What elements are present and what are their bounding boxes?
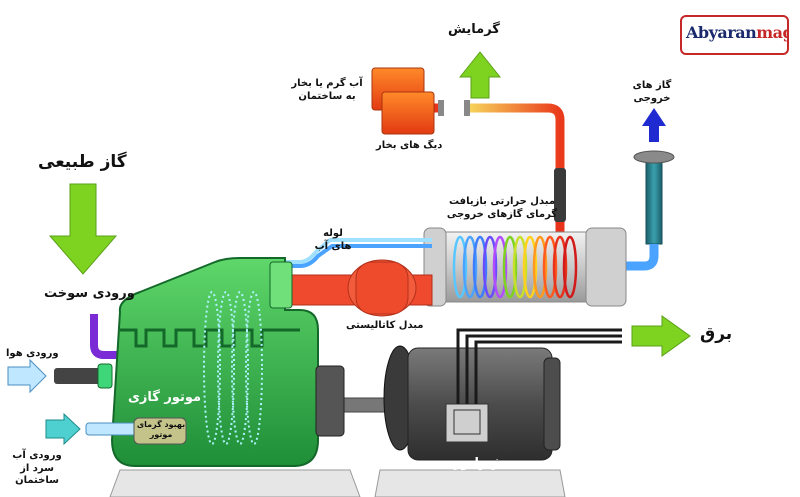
chimney-cap <box>633 150 675 164</box>
electric-cable-2 <box>465 334 622 404</box>
pipe-joint-2 <box>438 100 444 116</box>
exhaust-chimney <box>645 157 663 245</box>
water-pipe-in <box>286 238 432 264</box>
shaft-coupling <box>315 365 345 437</box>
steam-boiler-label: دیگ های بخار <box>376 140 443 151</box>
steam-boiler-front <box>381 91 435 135</box>
exchanger-coil-loop <box>482 235 498 299</box>
pipe-valve <box>554 168 566 222</box>
engine-coil-loop <box>217 291 235 445</box>
engine-coil-loop <box>203 291 221 445</box>
electric-cable-3 <box>474 340 622 404</box>
heat-exchanger-end-right <box>585 227 627 307</box>
air-intake-pipe <box>54 368 106 384</box>
exchanger-coil-loop <box>562 235 578 299</box>
steam-hot-water-label: آب گرم یا بخار به ساختمان <box>291 78 363 102</box>
exchanger-coil-loop <box>542 235 558 299</box>
hot-water-pipe <box>470 103 565 170</box>
exchanger-coil-loop <box>522 235 538 299</box>
right-arrow-icon <box>45 412 81 446</box>
exchanger-coil-loop <box>552 235 568 299</box>
abyaranmag-logo: Abyaranmag <box>680 15 789 55</box>
engine-coolant-coil <box>203 291 263 445</box>
exhaust-gas-label: گاز های خروجی <box>632 80 672 104</box>
exchanger-coil-loop <box>462 235 478 299</box>
engine-heat-recovery-box <box>133 417 187 445</box>
engine-flange <box>269 261 293 309</box>
cold-water-pipe <box>85 422 141 436</box>
catalytic-converter-label: مبدل کاتالیستی <box>346 320 424 331</box>
engine-coil-loop <box>245 291 263 445</box>
engine-heat-recovery-label: بهبود گرمای موتور <box>136 420 186 439</box>
electric-cable-1 <box>456 328 622 404</box>
heat-exchanger-coils <box>452 235 578 299</box>
water-pipe-out <box>286 244 432 268</box>
pipe-joint <box>464 100 470 116</box>
logo-text: Abyaranmag <box>686 23 787 42</box>
up-arrow-icon <box>458 51 502 99</box>
heat-exchanger-label: مبدل حرارتی بازیافت گرمای گازهای خروجی <box>446 196 558 220</box>
fuel-input-label: ورودی سوخت <box>44 286 135 301</box>
catalytic-converter-core <box>355 261 409 315</box>
air-input-label: ورودی هوا <box>6 348 59 359</box>
terminal-box-inner <box>453 409 481 435</box>
gas-engine-label: موتور گازی <box>128 390 202 405</box>
engine-top-ribs <box>120 328 300 348</box>
exchanger-coil-loop <box>452 235 468 299</box>
cold-water-input-label: ورودی آب سرد از ساختمان <box>12 450 62 486</box>
down-arrow-icon <box>48 183 118 275</box>
natural-gas-label: گاز طبیعی <box>38 152 127 172</box>
gas-engine-body <box>110 257 319 467</box>
generator-base <box>374 469 566 497</box>
fuel-pipe <box>90 314 130 359</box>
exchanger-coil-loop <box>512 235 528 299</box>
up-arrow-icon <box>642 108 666 142</box>
exchanger-coil-loop <box>532 235 548 299</box>
engine-coil-loop <box>231 291 249 445</box>
exhaust-pipe <box>626 244 659 271</box>
right-arrow-icon <box>7 358 47 394</box>
exchanger-coil-loop <box>502 235 518 299</box>
right-arrow-icon <box>631 315 691 357</box>
generator-endcap <box>543 357 561 451</box>
generator-label: ژنراتور <box>454 456 500 471</box>
exchanger-coil-loop <box>492 235 508 299</box>
electricity-label: برق <box>700 324 733 344</box>
air-intake-collar <box>97 363 113 389</box>
water-pipes-label: لوله های آب <box>314 228 352 252</box>
engine-base <box>109 469 361 497</box>
heating-label: گرمایش <box>448 22 500 37</box>
exchanger-coil-loop <box>472 235 488 299</box>
